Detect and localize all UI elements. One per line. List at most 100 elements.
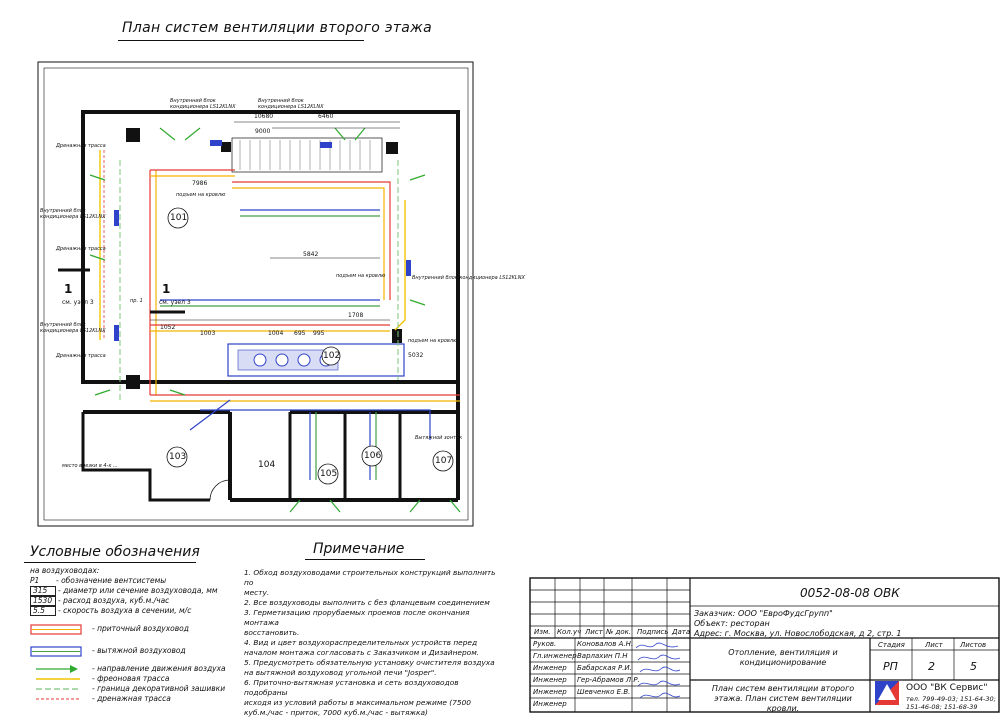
drain-label-3: Дренажная трасса [56, 353, 106, 359]
dim-9000: 9000 [255, 128, 271, 135]
dim-7986: 7986 [192, 180, 208, 187]
legend-title: Условные обозначения [30, 544, 200, 560]
note-line: 3. Герметизацию прорубаемых проемов посл… [244, 608, 470, 627]
name-4: Гер-Абрамов Л.Р. [577, 676, 640, 684]
header-count: Кол.уч [557, 628, 582, 636]
legend-row: 1530- расход воздуха, куб.м./час [30, 596, 169, 606]
note-line: началом монтажа согласовать с Заказчиком… [244, 648, 480, 657]
role-5: Инженер [533, 688, 567, 696]
exterior-wall [81, 110, 460, 384]
legend-drain-row: - дренажная трасса [30, 694, 240, 704]
role-6: Инженер [533, 700, 567, 708]
dim-5032: 5032 [408, 352, 424, 359]
room-107-label: 107 [435, 456, 453, 466]
dim-1052: 1052 [160, 324, 176, 331]
header-change: Изм. [534, 628, 551, 636]
notes-title-underline [305, 559, 425, 560]
room-105-label: 105 [320, 469, 338, 479]
floor-plan [37, 61, 474, 527]
stage-label: Стадия [878, 641, 905, 649]
header-doc: № док. [606, 628, 632, 636]
note-line: 4. Вид и цвет воздухораспределительных у… [244, 638, 478, 647]
room-106-marker [361, 445, 383, 467]
room-107-marker [432, 450, 454, 472]
role-1: Руков. [533, 640, 557, 648]
section-title: Отопление, вентиляция и кондиционировани… [728, 648, 838, 667]
room-101-label: 101 [170, 213, 188, 223]
note-line: на вытяжной воздуховод угольной печи "Jo… [244, 668, 437, 677]
room-104-label: 104 [258, 460, 276, 470]
dim-10680: 10680 [254, 113, 274, 120]
roof-lift-note-3: подъем на кровлю [408, 338, 458, 344]
legend-row: 5.5- скорость воздуха в сечении, м/с [30, 606, 191, 616]
dim-695: 695 [294, 330, 306, 337]
dim-5842: 5842 [303, 251, 319, 258]
drawing-title: План систем вентиляции второго этажа [122, 20, 432, 36]
company-logo-icon [875, 681, 899, 705]
section-mark-left: 1 [64, 282, 73, 296]
signature-marks [635, 642, 681, 699]
room-102-marker [321, 346, 341, 366]
room-101-marker [167, 207, 189, 229]
drawing-code: 0052-08-08 ОВК [800, 586, 900, 600]
sheet-label: Лист [925, 641, 943, 649]
dim-6460: 6460 [318, 113, 334, 120]
room-105-marker [317, 463, 339, 485]
legend-row: 315- диаметр или сечение воздуховода, мм [30, 586, 218, 596]
note-line: 5. Предусмотреть обязательную установку … [244, 658, 495, 667]
roof-lift-note-1: подъем на кровлю [176, 192, 226, 198]
arrow-icon [36, 665, 78, 673]
section-ref-left: см. узел 3 [62, 299, 94, 306]
address-label: Адрес: г. Москва, ул. Новослободская, д … [694, 629, 902, 638]
object-label: Объект: ресторан [694, 619, 770, 628]
sheets-value: 5 [970, 660, 977, 673]
room-106-label: 106 [364, 451, 382, 461]
exhaust-duct-sample [30, 646, 82, 657]
legend-arrow-row: - направление движения воздуха [30, 664, 240, 674]
inner-unit-label-right: Внутренний блок кондиционера LS12KLNX [412, 275, 525, 281]
name-1: Коновалов А.Н. [577, 640, 634, 648]
legend-decor-row: - граница декоративной зашивки [30, 684, 240, 694]
header-signature: Подпись [637, 628, 669, 636]
legend-row: P1- обозначение вентсистемы [30, 576, 167, 585]
note-line: 6. Приточно-вытяжная установка и сеть во… [244, 678, 459, 697]
title-underline [118, 40, 364, 41]
drain-label-2: Дренажная трасса [56, 246, 106, 252]
legend-header: на воздуховодах: [30, 566, 100, 575]
roof-lift-note-2: подъем на кровлю [336, 273, 386, 279]
legend-exhaust-row: - вытяжной воздуховод [30, 646, 240, 657]
room-102-label: 102 [323, 351, 341, 361]
exhaust-umbrella-label: Вытяжной зонтик [415, 435, 463, 441]
name-5: Шевченко Е.В. [577, 688, 631, 696]
stage-value: РП [883, 660, 898, 673]
legend-supply-row: - приточный воздуховод [30, 624, 240, 635]
name-2: Варлахин П.Н [577, 652, 628, 660]
name-3: Бабарская Р.И. [577, 664, 632, 672]
header-sheet: Лист [585, 628, 603, 636]
legend-freon-row: - фреоновая трасса [30, 674, 240, 684]
note-line: 1. Обход воздуховодами строительных конс… [244, 568, 496, 587]
company-phone-1: тел. 799-49-03; 151-64-30; [906, 695, 996, 703]
notes-title: Примечание [313, 541, 405, 557]
dim-1003: 1003 [200, 330, 216, 337]
dim-1708: 1708 [348, 312, 364, 319]
room-103-marker [166, 446, 188, 468]
header-date: Дата [672, 628, 691, 636]
company-phone-2: 151-46-08; 151-68-39 [906, 703, 978, 711]
note-line: восстановить. [244, 628, 300, 637]
dim-995: 995 [313, 330, 325, 337]
sheet-title: План систем вентиляции второго этажа. Пл… [711, 684, 855, 713]
supply-duct-sample [30, 624, 82, 635]
role-3: Инженер [533, 664, 567, 672]
role-2: Гл.инженер [533, 652, 577, 660]
section-ref-right: см. узел 3 [159, 299, 191, 306]
drain-label-1: Дренажная трасса [56, 143, 106, 149]
freon-line-sample [36, 678, 80, 680]
drain-line-sample [36, 698, 80, 700]
dim-1004: 1004 [268, 330, 284, 337]
